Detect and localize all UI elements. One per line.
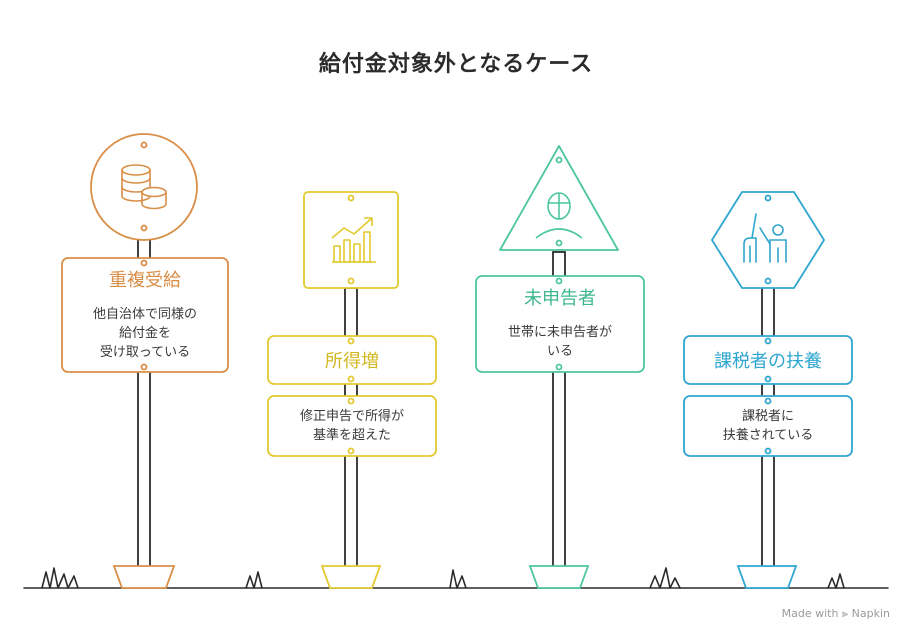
grass-tuft <box>245 571 263 589</box>
pole-base <box>112 565 176 589</box>
diagram-title: 給付金対象外となるケース <box>318 52 594 77</box>
family-icon <box>743 213 787 263</box>
pole-base <box>736 565 798 589</box>
case-text-duplicate-receipt: 他自治体で同様の 給付金を 受け取っている <box>92 306 197 360</box>
pole-base <box>528 565 590 589</box>
grass-tuft <box>41 567 79 589</box>
detail-board <box>683 395 853 457</box>
signpost-unfiled-member <box>475 145 645 589</box>
signpost-dependent <box>683 191 853 589</box>
chart-up-icon <box>331 217 376 263</box>
coins-icon <box>121 164 167 210</box>
detail-board <box>267 395 437 457</box>
case-label-duplicate-receipt: 重複受給 <box>109 270 181 291</box>
case-label-unfiled-member: 未申告者 <box>524 288 596 309</box>
pole-base <box>320 565 382 589</box>
grass-tuft <box>449 569 467 589</box>
sign-circle <box>90 133 198 241</box>
grass-tuft <box>827 573 845 589</box>
signpost-income-increase <box>267 191 437 589</box>
grass-tuft <box>649 567 681 589</box>
ground <box>23 567 889 589</box>
label-board <box>267 335 437 385</box>
case-text-unfiled-member: 世帯に未申告者が いる <box>507 325 612 359</box>
case-label-income-increase: 所得増 <box>325 351 379 372</box>
label-board <box>61 257 229 373</box>
case-text-dependent: 課税者に 扶養されている <box>722 409 814 443</box>
sign-square <box>303 191 399 289</box>
case-label-dependent: 課税者の扶養 <box>714 351 822 372</box>
case-text-income-increase: 修正申告で所得が 基準を超えた <box>299 409 404 443</box>
person-icon <box>535 192 583 239</box>
napkin-watermark: Made with ⫸ Napkin <box>781 607 890 620</box>
label-board <box>683 335 853 385</box>
label-board <box>475 275 645 373</box>
signpost-duplicate-receipt <box>61 133 229 589</box>
